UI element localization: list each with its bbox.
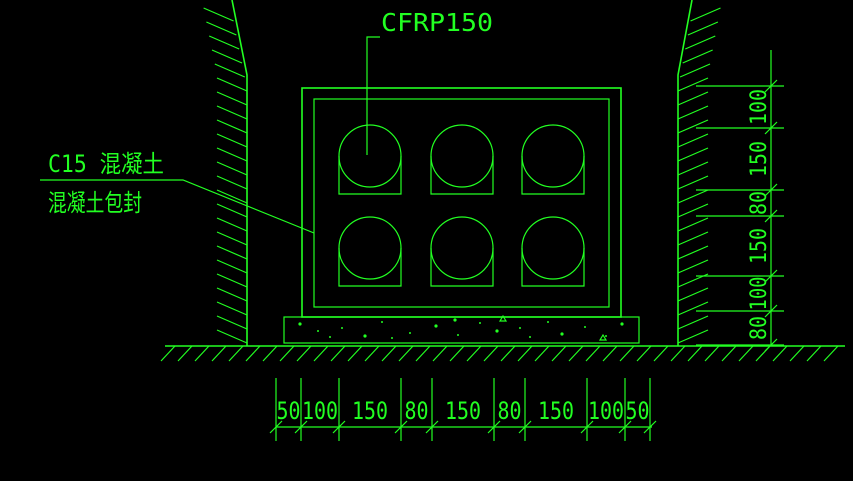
horizontal-dim-label: 100 [588, 397, 624, 425]
concrete-grade-label: C15 混凝土 [48, 150, 164, 178]
vertical-dim-label: 150 [747, 228, 772, 264]
horizontal-dim-label: 100 [302, 397, 338, 425]
base-cushion [283, 314, 640, 344]
vertical-dim-label: 80 [747, 316, 772, 340]
horizontal-dim-label: 50 [277, 397, 301, 425]
pipe [338, 124, 402, 195]
vertical-dim-label: 150 [747, 141, 772, 177]
vertical-dim-label: 100 [747, 277, 772, 311]
horizontal-dim-label: 150 [538, 397, 574, 425]
horizontal-dim-label: 50 [626, 397, 650, 425]
trench-right-wall [677, 0, 721, 346]
encasement-inner [313, 98, 610, 308]
vertical-dimension-chain: 80 100 150 80 150 100 [696, 50, 784, 352]
vertical-dim-label: 100 [747, 89, 772, 125]
trench-left-wall [203, 0, 248, 346]
pipe [430, 216, 494, 287]
ground-line [160, 345, 845, 362]
encasement-outer [301, 87, 622, 318]
pipe [521, 124, 585, 195]
pipe [430, 124, 494, 195]
horizontal-dim-label: 80 [405, 397, 429, 425]
vertical-dim-label: 80 [747, 191, 772, 215]
pipe [338, 216, 402, 287]
encasement-label: 混凝土包封 [48, 189, 142, 217]
horizontal-dim-label: 80 [498, 397, 522, 425]
horizontal-dim-label: 150 [352, 397, 388, 425]
pipe [521, 216, 585, 287]
pipe-array [338, 124, 585, 287]
ground-hatching [160, 345, 839, 362]
pipe-type-callout: CFRP150 [366, 8, 493, 155]
pipe-type-label: CFRP150 [381, 8, 493, 37]
horizontal-dim-label: 150 [445, 397, 481, 425]
concrete-callout: C15 混凝土 混凝土包封 [40, 150, 315, 234]
